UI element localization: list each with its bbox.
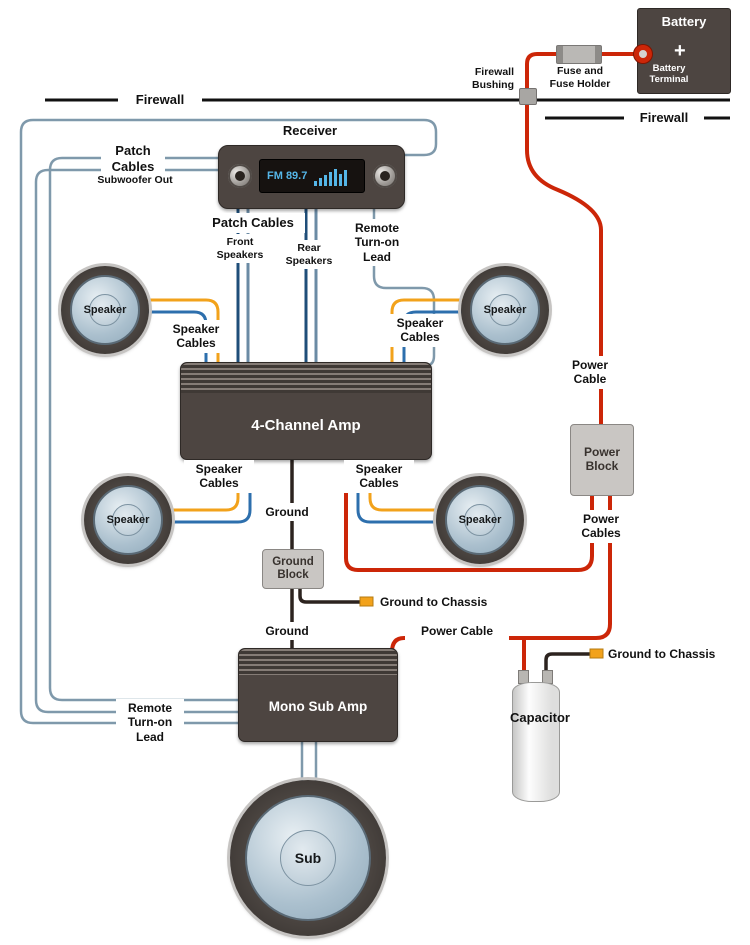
- speaker-label: Speaker: [106, 514, 150, 526]
- remote-turn-on-wire-to-mono-amp: [19, 118, 438, 725]
- speaker-cable-br-orange: [368, 452, 446, 512]
- subwoofer: Sub: [230, 780, 386, 936]
- battery-box: Battery: [637, 8, 731, 94]
- signal-bars-icon: [314, 166, 348, 186]
- amp-heatsink-fins: [181, 363, 431, 393]
- speaker-label: Speaker: [83, 304, 127, 316]
- remote-turn-on-lead-label-top: Remote Turn-on Lead: [347, 221, 407, 265]
- speaker-label: Speaker: [483, 304, 527, 316]
- speaker-cables-label-br: Speaker Cables: [346, 462, 412, 491]
- speaker-cable-tl-orange: [140, 298, 220, 368]
- ground-label-2: Ground: [257, 624, 317, 639]
- speaker-cables-label-bl: Speaker Cables: [186, 462, 252, 491]
- speaker-top-left: Speaker: [61, 266, 149, 354]
- speaker-cables-label-tr: Speaker Cables: [387, 316, 453, 345]
- power-cable-battery-to-block: [525, 52, 650, 430]
- receiver: FM 89.7: [218, 145, 405, 209]
- frequency-readout: FM 89.7: [267, 170, 308, 182]
- firewall-bushing-label: Firewall Bushing: [472, 66, 514, 91]
- receiver-title: Receiver: [282, 123, 338, 138]
- speaker-bottom-right: Speaker: [436, 476, 524, 564]
- speaker-top-right: Speaker: [461, 266, 549, 354]
- speaker-cable-br-blue: [356, 452, 446, 524]
- speaker-bottom-left: Speaker: [84, 476, 172, 564]
- plus-terminal-icon: +: [674, 40, 686, 62]
- speaker-dust-cap: [89, 294, 121, 326]
- four-channel-amp-label: 4-Channel Amp: [251, 416, 361, 434]
- firewall-label-left: Firewall: [120, 92, 200, 108]
- subwoofer-patch-cable-1: [48, 156, 240, 702]
- firewall-bushing: [519, 88, 537, 105]
- battery-terminal-label: Battery Terminal: [649, 63, 689, 86]
- speaker-dust-cap: [464, 504, 496, 536]
- power-cable-label: Power Cable: [560, 358, 620, 387]
- speaker-cable-bl-blue: [162, 452, 252, 524]
- speaker-cable-tr-orange: [390, 298, 470, 368]
- capacitor: [512, 682, 560, 802]
- four-channel-amp: 4-Channel Amp: [180, 362, 432, 460]
- power-cable-block-to-4ch-amp: [344, 452, 594, 572]
- subwoofer-label: Sub: [294, 850, 322, 866]
- remote-turn-on-lead-label-bottom: Remote Turn-on Lead: [118, 701, 182, 745]
- chassis-connector-icon-2: [589, 648, 604, 659]
- front-speakers-label: Front Speakers: [212, 236, 268, 262]
- mono-sub-amp-label: Mono Sub Amp: [268, 698, 368, 714]
- power-cable-block-to-mono-amp: [390, 490, 612, 653]
- ground-label-1: Ground: [257, 505, 317, 520]
- ground-to-chassis-label-1: Ground to Chassis: [380, 595, 488, 609]
- ground-block: Ground Block: [262, 549, 324, 589]
- battery-title: Battery: [661, 14, 707, 29]
- power-cables-label: Power Cables: [571, 512, 631, 541]
- amp-heatsink-fins: [239, 649, 397, 675]
- ring-terminal-icon: [634, 45, 652, 63]
- power-block: Power Block: [570, 424, 634, 496]
- tuning-knob-icon: [373, 164, 397, 188]
- speaker-cable-bl-orange: [162, 452, 240, 512]
- ground-to-chassis-label-2: Ground to Chassis: [608, 647, 716, 661]
- subwoofer-dust-cap: [280, 830, 336, 886]
- remote-turn-on-wire-to-4ch-amp: [372, 200, 436, 368]
- mono-sub-amp: Mono Sub Amp: [238, 648, 398, 742]
- volume-knob-icon: [228, 164, 252, 188]
- speaker-label: Speaker: [458, 514, 502, 526]
- patch-cables-mid-label: Patch Cables: [203, 215, 303, 231]
- patch-cables-left-label: Patch Cables: [103, 143, 163, 175]
- speaker-dust-cap: [489, 294, 521, 326]
- fuse-holder: [556, 45, 602, 64]
- capacitor-label: Capacitor: [510, 710, 570, 725]
- ground-wire-capacitor-to-chassis: [544, 652, 590, 676]
- ground-wire-to-chassis-1: [298, 583, 360, 604]
- rear-speakers-label: Rear Speakers: [281, 242, 337, 268]
- subwoofer-patch-cable-2: [34, 168, 240, 714]
- firewall-label-right: Firewall: [626, 110, 702, 126]
- speaker-dust-cap: [112, 504, 144, 536]
- chassis-connector-icon-1: [359, 596, 374, 607]
- fuse-holder-label: Fuse and Fuse Holder: [549, 65, 611, 90]
- power-cable-label-2: Power Cable: [407, 624, 507, 639]
- speaker-cables-label-tl: Speaker Cables: [163, 322, 229, 351]
- receiver-display: FM 89.7: [259, 159, 365, 193]
- subwoofer-out-label: Subwoofer Out: [91, 174, 179, 187]
